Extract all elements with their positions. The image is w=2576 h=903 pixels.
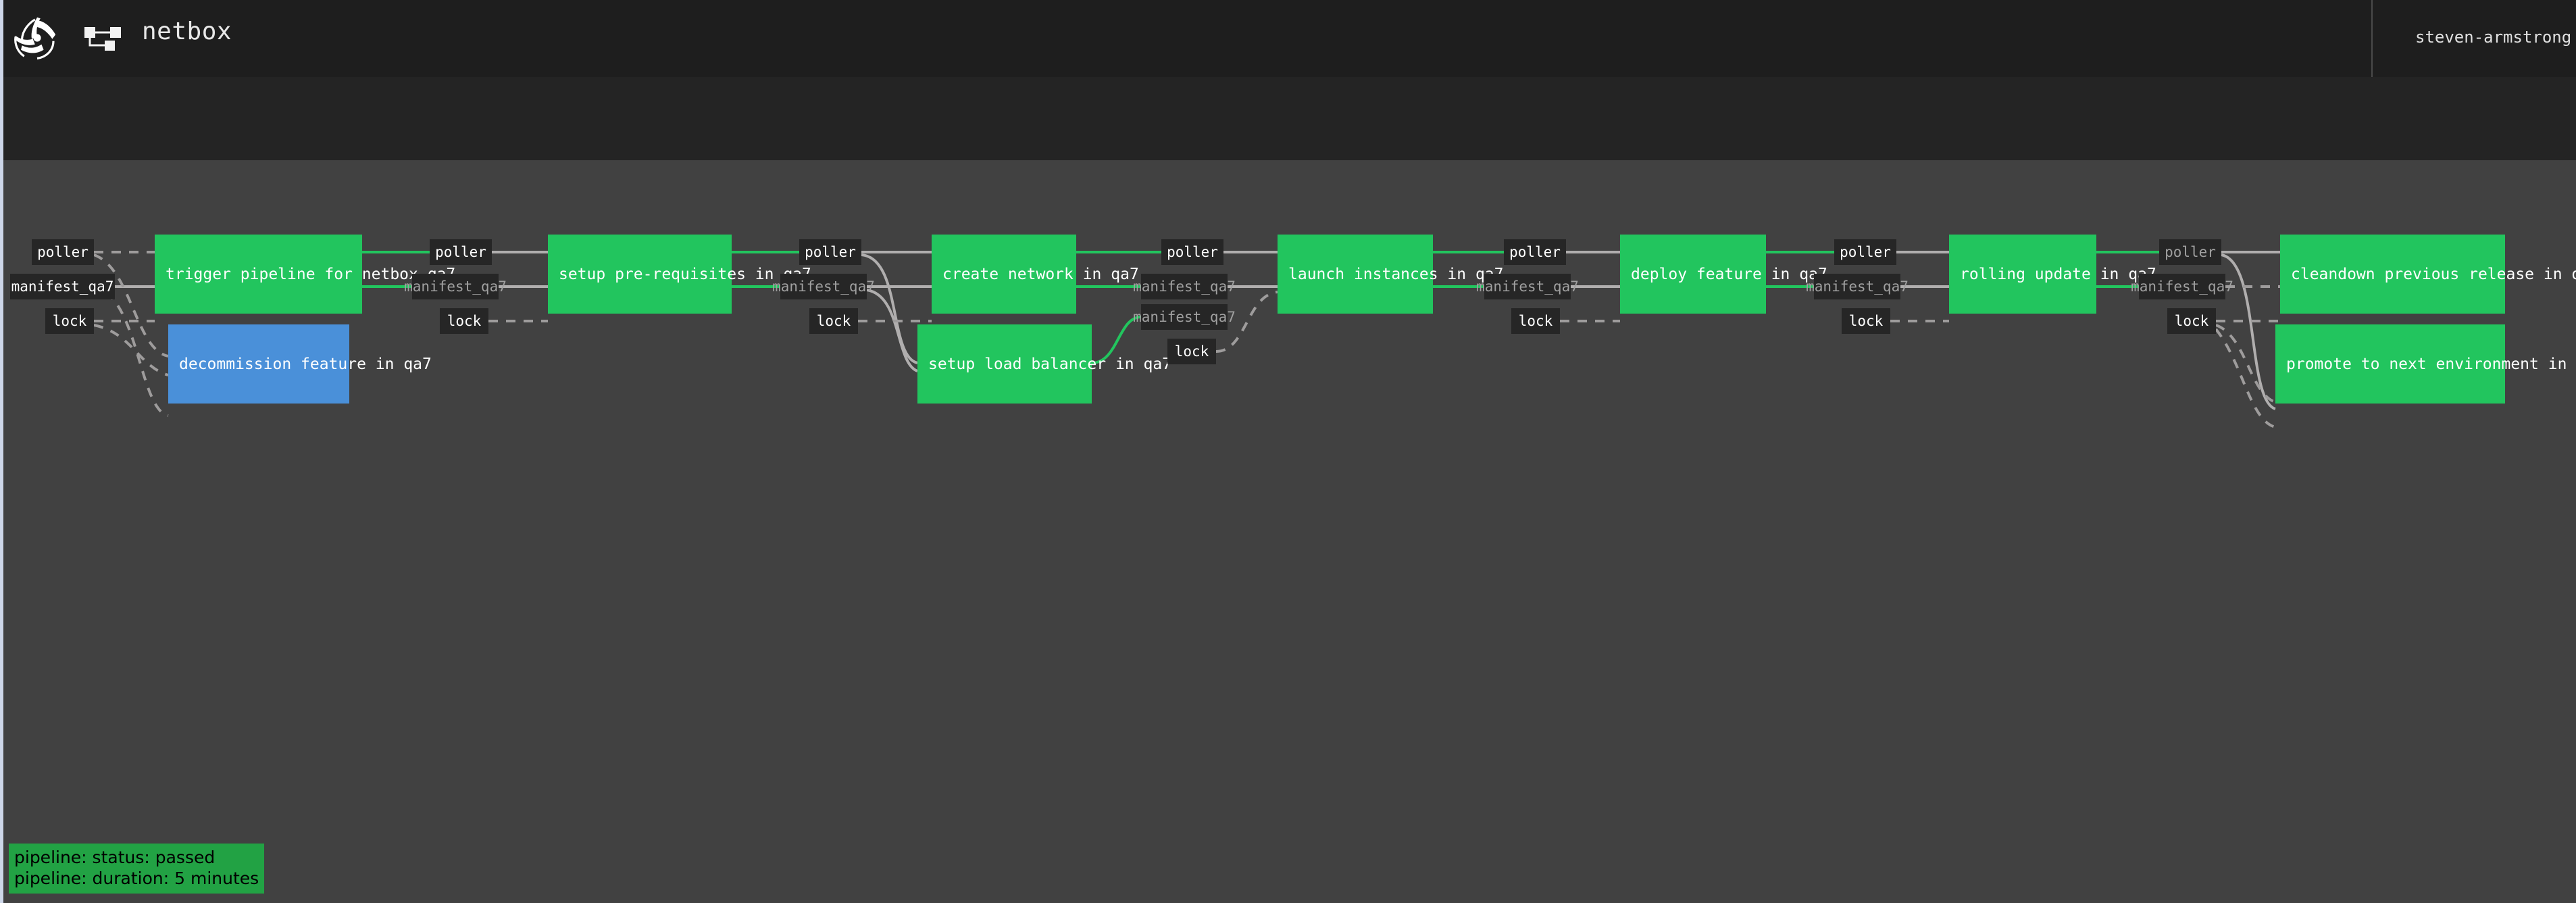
status-line-1: pipeline: status: passed	[14, 848, 216, 867]
chip-manifest_qa7[interactable]: manifest_qa7	[1133, 274, 1236, 299]
chip-lock[interactable]: lock	[1842, 308, 1890, 334]
sitemap-icon[interactable]	[84, 26, 121, 51]
chip-manifest_qa7[interactable]: manifest_qa7	[2131, 274, 2233, 299]
chip-poller[interactable]: poller	[1504, 239, 1566, 265]
app-header: netbox steven-armstrong	[3, 0, 2576, 77]
chip-lock[interactable]: lock	[809, 308, 858, 334]
pipeline-node[interactable]: decommission feature in qa7	[168, 324, 432, 404]
pipeline-node[interactable]: cleandown previous release in qa7	[2280, 235, 2576, 314]
chip-lock[interactable]: lock	[45, 308, 94, 334]
chip-poller[interactable]: poller	[32, 239, 94, 265]
chip-manifest_qa7[interactable]: manifest_qa7	[772, 274, 875, 299]
pipeline-node[interactable]: create network in qa7	[932, 235, 1139, 314]
pipeline-node[interactable]: deploy feature in qa7	[1620, 235, 1827, 314]
pipeline-edges	[93, 251, 2280, 429]
status-line-2: pipeline: duration: 5 minutes	[14, 869, 259, 888]
chip-lock[interactable]: lock	[1167, 339, 1216, 364]
chip-lock[interactable]: lock	[440, 308, 488, 334]
brand-title: netbox	[142, 18, 232, 45]
pipeline-node[interactable]: promote to next environment in qa7	[2275, 324, 2576, 404]
pipeline-node[interactable]: trigger pipeline for netbox qa7	[155, 235, 455, 314]
pipeline-node[interactable]: launch instances in qa7	[1278, 235, 1504, 314]
chip-poller[interactable]: poller	[430, 239, 492, 265]
chip-poller[interactable]: poller	[2159, 239, 2221, 265]
spinner-logo-icon[interactable]	[10, 11, 64, 65]
status-badge: pipeline: status: passed pipeline: durat…	[9, 844, 265, 894]
pipeline-node[interactable]: setup pre-requisites in qa7	[548, 235, 811, 314]
chip-manifest_qa7[interactable]: manifest_qa7	[404, 274, 507, 299]
chip-manifest_qa7[interactable]: manifest_qa7	[1476, 274, 1579, 299]
chip-manifest_qa7[interactable]: manifest_qa7	[1133, 304, 1236, 330]
chip-lock[interactable]: lock	[1511, 308, 1560, 334]
pipeline-node[interactable]: rolling update in qa7	[1949, 235, 2156, 314]
chip-manifest_qa7[interactable]: manifest_qa7	[10, 274, 115, 299]
chip-manifest_qa7[interactable]: manifest_qa7	[1806, 274, 1909, 299]
header-divider	[2371, 0, 2373, 77]
chip-poller[interactable]: poller	[799, 239, 861, 265]
chip-poller[interactable]: poller	[1161, 239, 1223, 265]
pipeline-node[interactable]: setup load balancer in qa7	[917, 324, 1171, 404]
user-name[interactable]: steven-armstrong	[2415, 28, 2572, 47]
chip-lock[interactable]: lock	[2167, 308, 2216, 334]
chip-poller[interactable]: poller	[1834, 239, 1896, 265]
tab-bar: package buildnetbox role ci buildinfrast…	[3, 77, 2576, 216]
